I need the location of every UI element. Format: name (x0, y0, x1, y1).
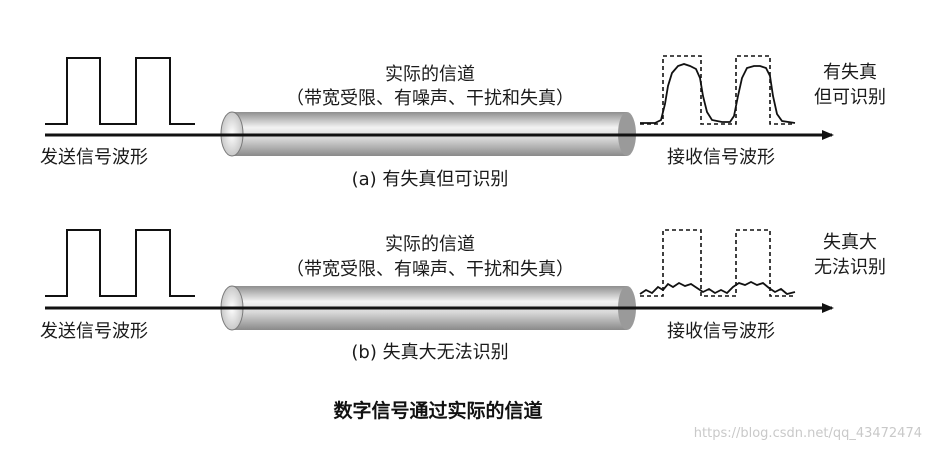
ideal-square-wave-dashed (640, 55, 795, 125)
channel-title: 实际的信道 (385, 234, 475, 255)
send-label: 发送信号波形 (40, 147, 148, 168)
verdict-line-1: 失真大 (823, 232, 877, 253)
panel-caption: (b) 失真大无法识别 (351, 342, 508, 363)
channel-subtitle: （带宽受限、有噪声、干扰和失真） (286, 259, 574, 280)
receive-label: 接收信号波形 (667, 321, 775, 342)
received-noisy-wave (639, 280, 796, 295)
channel-title: 实际的信道 (385, 64, 475, 85)
panel-a: 实际的信道 （带宽受限、有噪声、干扰和失真） 发送信号波形 接收信号波形 (a)… (40, 55, 886, 190)
send-label: 发送信号波形 (40, 321, 148, 342)
verdict-line-2: 无法识别 (814, 257, 886, 278)
channel-subtitle: （带宽受限、有噪声、干扰和失真） (286, 88, 574, 109)
sent-square-wave (45, 57, 195, 125)
sent-square-wave (45, 229, 195, 297)
receive-label: 接收信号波形 (667, 147, 775, 168)
figure-title: 数字信号通过实际的信道 (333, 399, 542, 422)
ideal-square-wave-dashed (640, 229, 795, 297)
panel-caption: (a) 有失真但可识别 (352, 169, 509, 190)
verdict-line-1: 有失真 (823, 62, 877, 83)
watermark: https://blog.csdn.net/qq_43472474 (694, 426, 922, 441)
verdict-line-2: 但可识别 (814, 87, 886, 108)
panel-b: 实际的信道 （带宽受限、有噪声、干扰和失真） 发送信号波形 接收信号波形 (b)… (40, 229, 886, 363)
received-distorted-wave (640, 63, 796, 124)
